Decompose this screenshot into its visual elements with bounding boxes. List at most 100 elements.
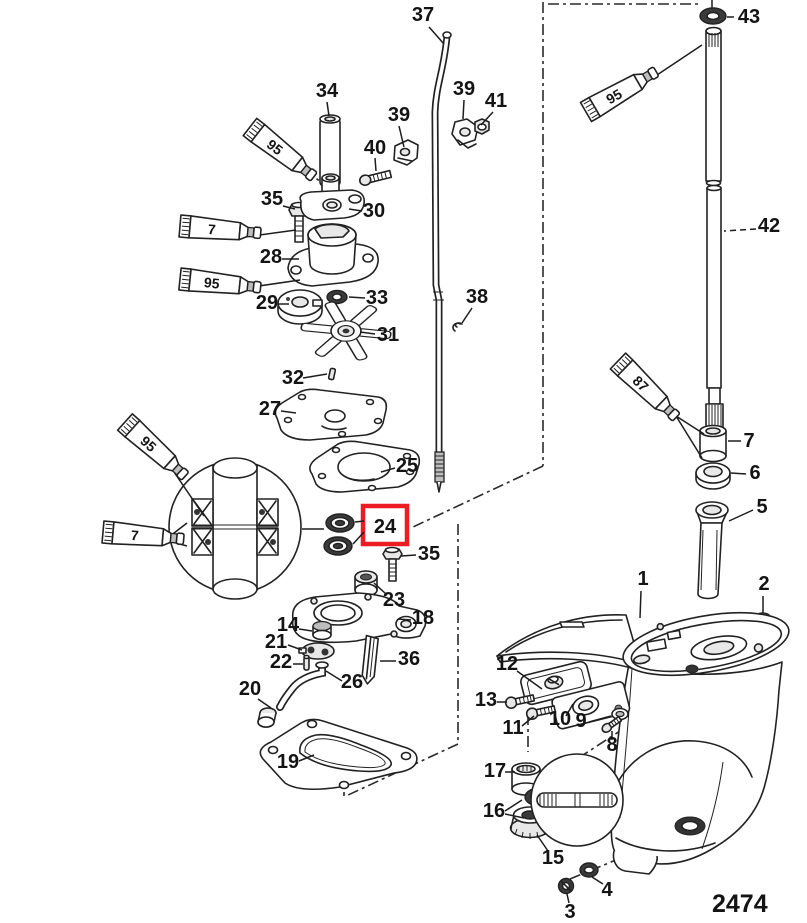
part-callout-18: 18 bbox=[412, 607, 434, 629]
part-callout-2: 2 bbox=[758, 573, 769, 595]
part-callout-25: 25 bbox=[396, 455, 418, 477]
part-cam-39-upper bbox=[451, 118, 479, 149]
leader-line bbox=[566, 893, 570, 904]
part-callout-13: 13 bbox=[475, 689, 497, 711]
part-nut-3 bbox=[557, 877, 575, 895]
part-gasket-25 bbox=[309, 440, 421, 493]
sealant-tube-icon bbox=[178, 267, 263, 300]
leader-line bbox=[352, 531, 365, 545]
leader-line bbox=[325, 670, 343, 682]
part-bushing-14 bbox=[312, 620, 332, 641]
leader-line bbox=[565, 703, 574, 717]
part-water-tube-5 bbox=[695, 501, 729, 600]
sealant-tube-95: 95 bbox=[242, 117, 322, 187]
leader-line bbox=[723, 228, 757, 232]
part-sleeve-7 bbox=[699, 424, 727, 463]
leader-line bbox=[354, 520, 365, 523]
sealant-tube-label: 7 bbox=[207, 221, 216, 238]
sealant-tube-icon bbox=[116, 413, 194, 486]
part-ring-6 bbox=[695, 462, 731, 490]
part-callout-21: 21 bbox=[265, 631, 287, 653]
sealant-tube-icon bbox=[178, 214, 263, 245]
leader-line bbox=[516, 670, 543, 690]
leader-line bbox=[282, 205, 296, 210]
leader-line bbox=[257, 698, 272, 709]
part-impeller-31 bbox=[300, 301, 392, 361]
leader-line bbox=[348, 208, 363, 212]
sealant-tube-87: 87 bbox=[609, 352, 685, 426]
sealant-tube-icon bbox=[609, 352, 685, 426]
part-callout-39: 39 bbox=[453, 78, 475, 100]
part-callout-23: 23 bbox=[383, 589, 405, 611]
inset-shaft-seals bbox=[168, 457, 324, 600]
part-callout-14: 14 bbox=[277, 614, 300, 636]
leader-line bbox=[280, 410, 297, 414]
part-callout-39: 39 bbox=[388, 104, 410, 126]
part-face-plate-27 bbox=[274, 388, 388, 441]
part-clip-38 bbox=[452, 322, 463, 332]
part-callout-22: 22 bbox=[270, 651, 292, 673]
sealant-tube-95: 95 bbox=[579, 61, 663, 123]
part-washer-4 bbox=[579, 862, 599, 878]
part-pump-cover-28 bbox=[287, 223, 379, 287]
leader-line bbox=[348, 296, 366, 299]
part-callout-27: 27 bbox=[259, 398, 281, 420]
part-callout-3: 3 bbox=[564, 901, 575, 923]
part-callout-29: 29 bbox=[256, 292, 278, 314]
part-seal-33 bbox=[326, 289, 348, 305]
part-callout-20: 20 bbox=[239, 678, 261, 700]
leader-line bbox=[397, 618, 412, 621]
part-callout-12: 12 bbox=[496, 653, 518, 675]
part-screw-13 bbox=[504, 694, 536, 709]
part-base-30 bbox=[299, 173, 366, 221]
sealant-tube-7: 7 bbox=[101, 520, 186, 551]
part-callout-40: 40 bbox=[364, 137, 386, 159]
part-bolt-35-lower bbox=[382, 546, 403, 582]
part-callout-11: 11 bbox=[502, 717, 523, 739]
leader-line bbox=[400, 554, 417, 557]
part-seal-21 bbox=[298, 642, 335, 660]
part-gear-housing-1 bbox=[496, 612, 790, 875]
leader-line bbox=[536, 834, 549, 852]
sealant-tube-95: 95 bbox=[178, 267, 263, 300]
part-bushing-17 bbox=[511, 762, 541, 796]
leader-line bbox=[374, 157, 377, 172]
part-screw-11 bbox=[525, 705, 557, 720]
part-seals-24 bbox=[323, 513, 355, 556]
leader-line bbox=[287, 644, 303, 651]
drawing-number: 2474 bbox=[712, 890, 768, 918]
part-callout-19: 19 bbox=[277, 751, 299, 773]
sealant-tube-7: 7 bbox=[178, 214, 263, 245]
part-gasket-19 bbox=[259, 718, 418, 791]
part-callout-34: 34 bbox=[316, 80, 339, 102]
part-tube-26 bbox=[276, 661, 329, 711]
part-callout-1: 1 bbox=[637, 568, 648, 590]
leader-line bbox=[504, 799, 523, 812]
leader-line bbox=[380, 467, 396, 473]
part-ring-29 bbox=[277, 289, 323, 325]
part-washer-43 bbox=[699, 7, 727, 25]
leader-line bbox=[461, 307, 473, 324]
leader-line bbox=[298, 628, 313, 632]
part-callout-26: 26 bbox=[341, 671, 363, 693]
part-shift-rod-37 bbox=[431, 31, 452, 493]
part-callout-5: 5 bbox=[756, 496, 767, 518]
part-callout-42: 42 bbox=[758, 215, 780, 237]
leader-line bbox=[359, 331, 376, 335]
leader-line bbox=[373, 582, 387, 595]
part-callout-28: 28 bbox=[260, 246, 282, 268]
part-driveshaft-42 bbox=[705, 26, 724, 428]
leader-line bbox=[591, 876, 604, 885]
sealant-tube-label: 95 bbox=[203, 274, 220, 292]
part-callout-9: 9 bbox=[575, 710, 586, 732]
part-callout-16: 16 bbox=[483, 800, 505, 822]
part-callout-35: 35 bbox=[261, 188, 283, 210]
part-callout-43: 43 bbox=[738, 6, 760, 28]
sealant-tube-95: 95 bbox=[116, 413, 194, 486]
part-link-36 bbox=[361, 634, 379, 685]
part-callout-10: 10 bbox=[549, 708, 571, 730]
part-screw-8 bbox=[601, 715, 623, 734]
leader-line bbox=[326, 101, 330, 117]
part-callout-15: 15 bbox=[542, 847, 564, 869]
part-callout-36: 36 bbox=[398, 648, 420, 670]
